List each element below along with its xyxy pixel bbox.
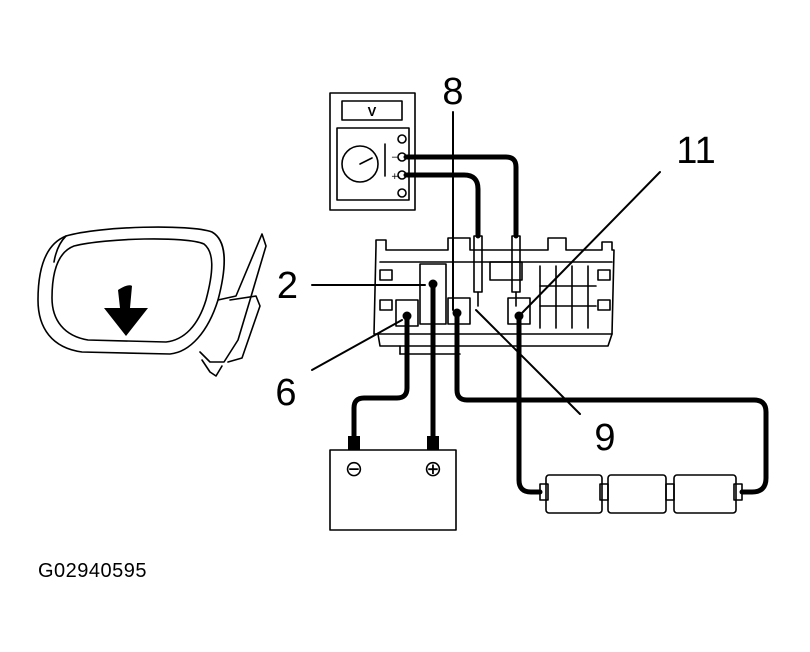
meter-plus-sign: + — [391, 172, 399, 182]
battery-positive-symbol: ⊕ — [424, 457, 442, 482]
test-probes — [473, 235, 521, 307]
pin-9-dot — [452, 308, 462, 318]
meter-display-label: V — [368, 104, 377, 119]
meter-terminal-top — [397, 134, 407, 144]
pin-11-dot — [514, 311, 524, 321]
connector — [373, 237, 615, 355]
figure-code: G02940595 — [38, 560, 147, 582]
down-arrow-icon — [104, 285, 148, 336]
meter-minus-sign: − — [391, 153, 399, 163]
wiring — [351, 154, 769, 495]
battery-icon: ⊖ ⊕ — [329, 436, 457, 531]
voltmeter: V − + — [329, 92, 416, 211]
pin-label-8: 8 — [442, 71, 463, 113]
meter-terminal-bottom — [397, 188, 407, 198]
test-bulb-icon — [545, 474, 603, 514]
test-bulb-icon — [607, 474, 667, 514]
mirror-icon — [37, 226, 267, 377]
battery-negative-symbol: ⊖ — [345, 457, 363, 482]
test-bulb-icon — [673, 474, 737, 514]
pin-label-11: 11 — [676, 130, 715, 172]
pin-6-dot — [402, 311, 412, 321]
pin-2-dot — [428, 279, 438, 289]
test-bulbs — [539, 474, 743, 514]
pin-label-9: 9 — [594, 417, 615, 459]
pin-label-6: 6 — [275, 372, 296, 414]
leader-lines — [311, 111, 661, 415]
meter-dial-icon — [341, 145, 379, 183]
pin-label-2: 2 — [277, 265, 298, 307]
